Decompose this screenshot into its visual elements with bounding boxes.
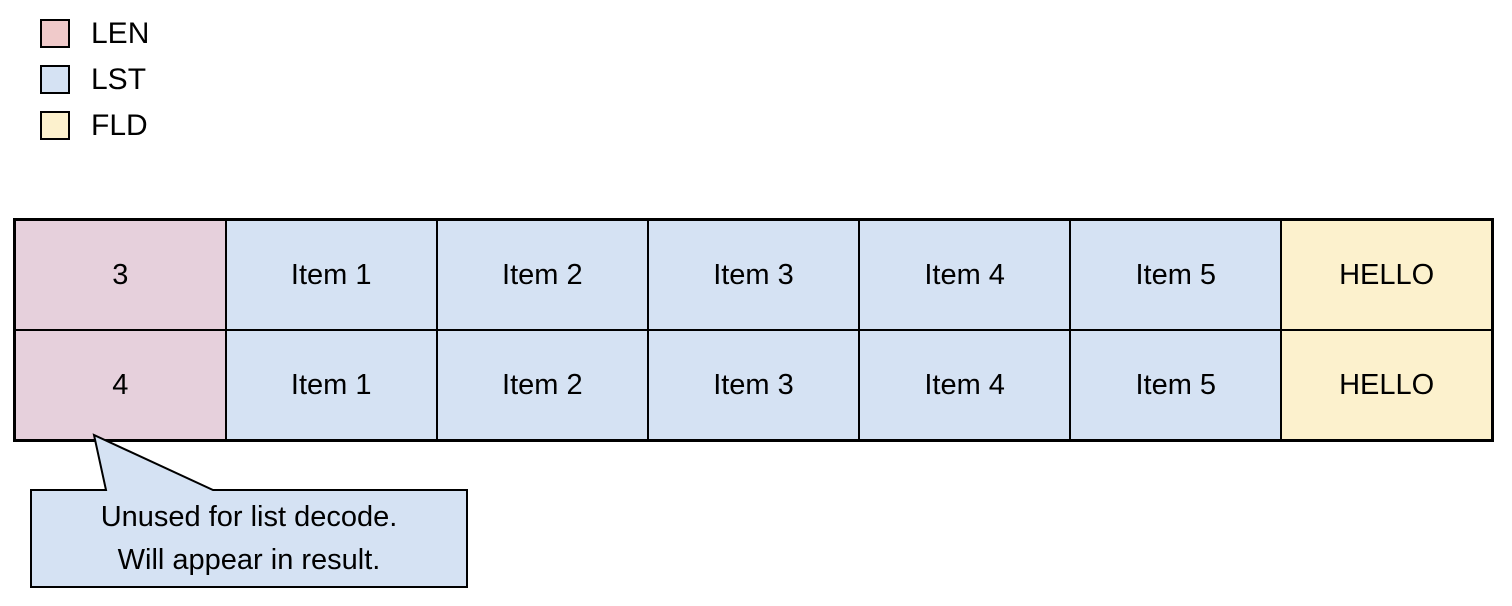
legend-label-lst: LST (91, 63, 147, 96)
list-item-cell: Item 1 (224, 218, 438, 331)
legend-label-fld: FLD (91, 109, 148, 142)
legend: LEN LST FLD (40, 17, 150, 142)
buffer-row-1: 3 Item 1 Item 2 Item 3 Item 4 Item 5 HEL… (13, 218, 1494, 331)
buffer-layout-table: 3 Item 1 Item 2 Item 3 Item 4 Item 5 HEL… (13, 218, 1494, 442)
legend-item-fld: FLD (40, 109, 149, 142)
callout-text: Unused for list decode. Will appear in r… (31, 491, 467, 587)
callout-line-1: Unused for list decode. (100, 501, 398, 533)
fld-color-swatch (40, 111, 70, 140)
field-cell: HELLO (1280, 218, 1494, 331)
list-item-cell: Item 5 (1069, 218, 1283, 331)
list-item-cell: Item 4 (858, 218, 1072, 331)
callout-line-2: Will appear in result. (117, 544, 381, 576)
len-cell: 4 (13, 329, 227, 442)
legend-item-len: LEN (40, 17, 150, 50)
list-item-cell: Item 4 (858, 329, 1072, 442)
list-item-cell: Item 1 (224, 329, 438, 442)
list-item-cell: Item 5 (1069, 329, 1283, 442)
list-item-cell: Item 3 (646, 218, 861, 331)
field-cell: HELLO (1280, 329, 1494, 442)
legend-label-len: LEN (91, 17, 150, 50)
list-item-cell: Item 3 (646, 329, 861, 442)
lst-color-swatch (40, 65, 70, 94)
list-item-cell: Item 2 (435, 218, 649, 331)
len-cell: 3 (13, 218, 227, 331)
list-item-cell: Item 2 (435, 329, 649, 442)
len-color-swatch (40, 19, 70, 48)
legend-item-lst: LST (40, 63, 149, 96)
buffer-row-2: 4 Item 1 Item 2 Item 3 Item 4 Item 5 HEL… (13, 329, 1494, 442)
